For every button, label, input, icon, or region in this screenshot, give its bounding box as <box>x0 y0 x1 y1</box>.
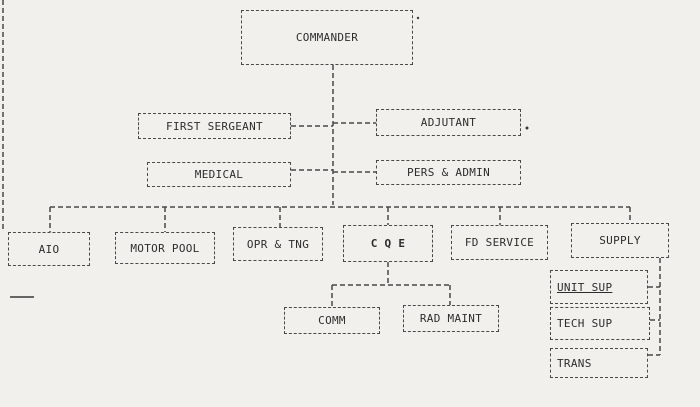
rad-maint-box: RAD MAINT <box>403 305 499 332</box>
opr-tng-label: OPR & TNG <box>246 237 310 251</box>
comm-box: COMM <box>284 307 380 334</box>
fd-service-label: FD SERVICE <box>464 236 535 249</box>
rad-maint-label: RAD MAINT <box>419 312 483 325</box>
pers-admin-box: PERS & ADMIN <box>376 160 521 185</box>
commander-label: COMMANDER <box>295 31 359 44</box>
trans-box: TRANS <box>550 348 648 378</box>
motor-pool-label: MOTOR POOL <box>130 241 200 255</box>
commander-box: COMMANDER <box>241 10 413 65</box>
first-sergeant-label: FIRST SERGEANT <box>166 119 263 133</box>
unit-sup-box: UNIT SUP <box>550 270 648 304</box>
supply-box: SUPPLY <box>571 223 669 258</box>
motor-pool-box: MOTOR POOL <box>115 232 215 264</box>
supply-label: SUPPLY <box>599 234 641 247</box>
comm-label: COMM <box>318 314 346 327</box>
adjutant-box: ADJUTANT <box>376 109 521 136</box>
first-sergeant-box: FIRST SERGEANT <box>138 113 291 139</box>
aio-box: AIO <box>8 232 90 266</box>
adjutant-label: ADJUTANT <box>420 116 477 129</box>
pers-admin-label: PERS & ADMIN <box>406 166 491 179</box>
opr-tng-box: OPR & TNG <box>233 227 323 261</box>
scan-dot <box>416 16 420 20</box>
aio-label: AIO <box>38 242 60 256</box>
fd-service-box: FD SERVICE <box>451 225 548 260</box>
scan-dot <box>525 126 529 130</box>
cqe-box: C Q E <box>343 225 433 262</box>
tech-sup-box: TECH SUP <box>550 307 650 340</box>
tech-sup-label: TECH SUP <box>557 317 613 330</box>
trans-label: TRANS <box>557 356 592 370</box>
medical-box: MEDICAL <box>147 162 291 187</box>
unit-sup-label: UNIT SUP <box>557 280 613 294</box>
medical-label: MEDICAL <box>194 168 244 181</box>
cqe-label: C Q E <box>370 237 406 250</box>
